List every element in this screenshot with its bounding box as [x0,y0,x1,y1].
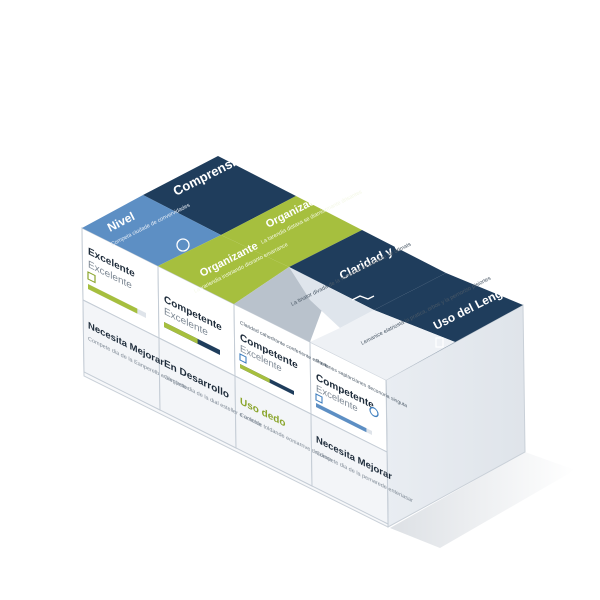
tile-organizacion [221,196,362,267]
tile-claridad [289,230,446,310]
r1c4-checkbox-icon [315,393,323,404]
front-row-2 [82,299,389,525]
r1c4-progress-fill [316,403,367,433]
document-icon [435,337,444,348]
r1c1-progress-fill [88,284,138,314]
tile-uso [374,273,523,342]
r1c1-checkbox-icon [87,271,96,284]
top-face [82,156,523,380]
tile-organizante [158,235,289,304]
check-circle-icon [176,238,190,252]
tile-uso-front [386,305,523,380]
tile-nivel [82,195,221,266]
r1c2-progress-fill [164,322,198,344]
location-pin-icon [369,406,379,418]
tile-light-uso [310,310,455,380]
cell-r2c4 [310,413,389,525]
tile-comprension [143,156,296,235]
r1c3-checkbox-icon [239,353,247,364]
r1c3-progress-fill [240,364,270,383]
ground-shadow [390,452,575,548]
tile-light-claridad [289,267,374,328]
handshake-icon [351,295,375,301]
